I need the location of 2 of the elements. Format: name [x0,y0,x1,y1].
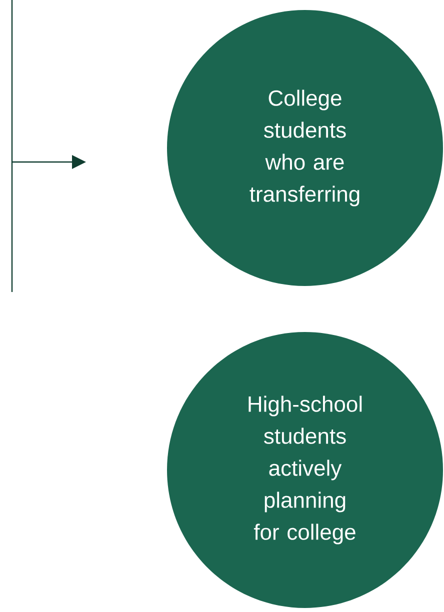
circle-node: High-school students actively planning for college [167,332,443,608]
circle-node: College students who are transferring [167,10,443,286]
